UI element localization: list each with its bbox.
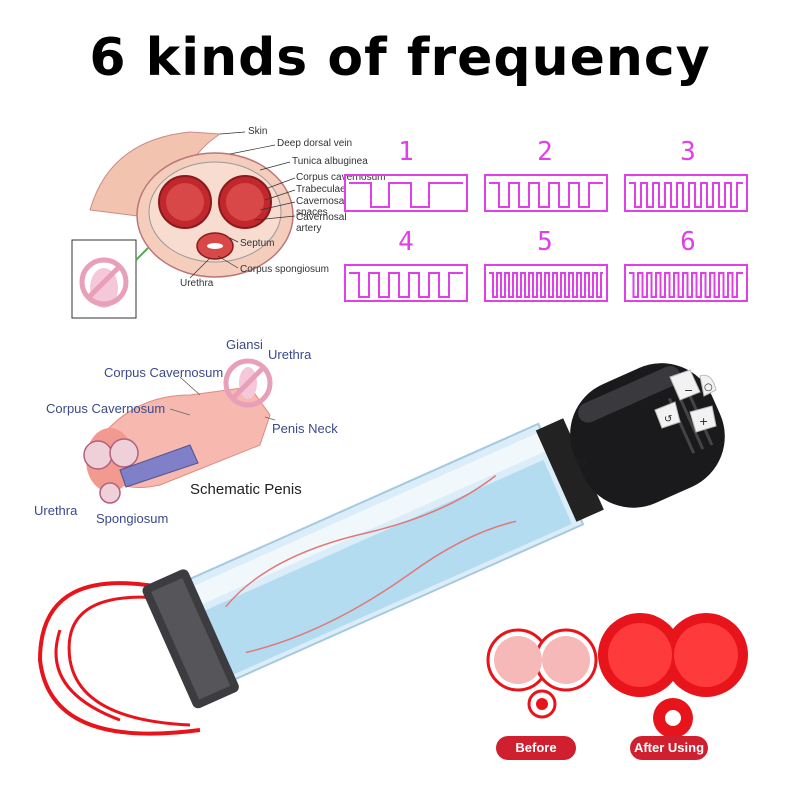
anatomy-label: Corpus cavernosum [296, 172, 386, 183]
gauge-label: 20 [574, 458, 586, 469]
frequency-number-6: 6 [680, 227, 696, 257]
after-label: After Using [630, 736, 708, 760]
frequency-wave-5 [489, 272, 603, 298]
svg-text:−: − [684, 384, 693, 397]
schematic-illustration: Giansi Urethra Corpus Cavernosum Corpus … [34, 335, 338, 535]
frequency-grid: 1 2 3 4 5 6 [340, 135, 760, 305]
frequency-box-2 [484, 174, 608, 212]
anatomy-label: Urethra [180, 278, 214, 289]
anatomy-label: Corpus spongiosum [240, 264, 329, 275]
anatomy-label: Cavernosal artery [296, 212, 347, 234]
frequency-wave-6 [629, 272, 743, 298]
schematic-label-urethra-top: Urethra [268, 347, 312, 362]
svg-text:○: ○ [704, 382, 713, 393]
schematic-label-glansi: Giansi [226, 337, 263, 352]
frequency-box-5 [484, 264, 608, 302]
anatomy-label: Cavernosal spaces [296, 196, 347, 218]
schematic-label-spongiosum: Spongiosum [96, 511, 169, 526]
frequency-wave-3 [629, 182, 743, 208]
before-label: Before USing [496, 736, 576, 779]
after-diagram [598, 613, 748, 738]
frequency-box-6 [624, 264, 748, 302]
anatomy-label: Skin [248, 126, 268, 137]
headline: 6 kinds of frequency [89, 28, 711, 88]
frequency-wave-1 [349, 182, 463, 208]
cross-section-illustration: Skin Deep dorsal vein Tunica albuginea C… [70, 120, 385, 325]
frequency-box-4 [344, 264, 468, 302]
device-illustration: − ○ ↺ + 20 [0, 330, 800, 800]
schematic-drawing [83, 358, 276, 504]
frequency-wave-4 [349, 272, 463, 298]
before-diagram [486, 628, 598, 719]
schematic-label-corpus-2: Corpus Cavernosum [46, 401, 166, 416]
frequency-box-3 [624, 174, 748, 212]
comparison: Before USing After Using [480, 600, 760, 780]
device-drawing: − ○ ↺ + [37, 363, 725, 736]
frequency-wave-2 [489, 182, 603, 208]
schematic-label-corpus-1: Corpus Cavernosum [104, 365, 224, 380]
anatomy-label: Trabeculae [296, 184, 346, 195]
frequency-number-5: 5 [537, 227, 553, 257]
cross-section-drawing [71, 131, 296, 319]
schematic-label-schematic: Schematic Penis [190, 481, 302, 498]
schematic-label-urethra-bottom: Urethra [34, 503, 78, 518]
anatomy-label: Deep dorsal vein [277, 138, 353, 149]
frequency-number-3: 3 [680, 137, 696, 167]
frequency-number-2: 2 [537, 137, 553, 167]
frequency-number-1: 1 [398, 137, 414, 167]
frequency-number-4: 4 [398, 227, 414, 257]
svg-text:+: + [699, 415, 708, 428]
anatomy-label: Tunica albuginea [292, 156, 368, 167]
frequency-waveforms [344, 174, 748, 302]
anatomy-label: Septum [240, 238, 275, 249]
frequency-box-1 [344, 174, 468, 212]
schematic-label-penis-neck: Penis Neck [272, 421, 338, 436]
comparison-drawing [486, 613, 748, 738]
svg-text:↺: ↺ [664, 414, 672, 425]
control-buttons: − ○ ↺ + [654, 369, 717, 433]
